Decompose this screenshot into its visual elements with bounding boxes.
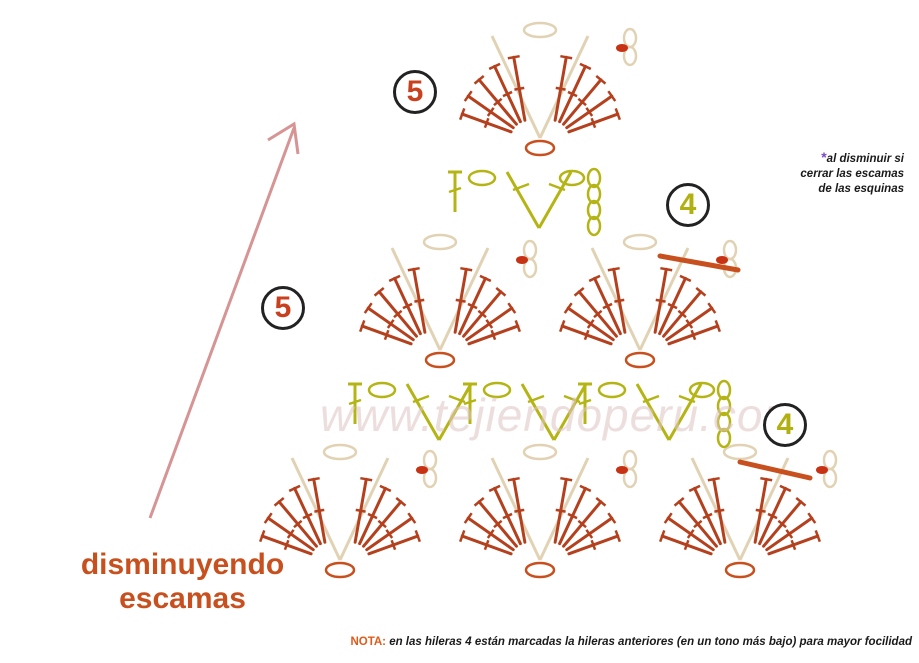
row-4 [348,379,732,449]
row-5-middle-badge: 5 [261,286,305,330]
row-5-top-badge: 5 [393,70,437,114]
direction-arrow [148,121,300,519]
scale-fan [458,21,638,157]
row-4 [448,167,602,237]
side-note-line-2: cerrar las escamas [800,168,904,180]
fan-stitches [258,21,838,579]
scale-fan [658,443,838,579]
side-note-line-3: de las esquinas [818,183,904,195]
footer-note-key: NOTA: [350,636,386,648]
title-line-1: disminuyendo [80,548,285,581]
row-4-lower-badge: 4 [763,403,807,447]
side-note: *al disminuir si cerrar las escamas de l… [728,150,904,197]
title-line-2: escamas [119,582,246,615]
footer-note-text: en las hileras 4 están marcadas la hiler… [386,636,912,648]
watermark: www.tejiendoperu.com [320,389,803,441]
star-icon: * [821,149,827,165]
side-note-line-1: al disminuir si [826,153,904,165]
scale-fan [258,443,438,579]
scale-fan [558,233,738,369]
footer-note: NOTA: en las hileras 4 están marcadas la… [12,636,912,648]
row-4-upper-badge: 4 [666,183,710,227]
scale-fan [458,443,638,579]
scale-fan [358,233,538,369]
row-4-stitches [348,167,732,449]
